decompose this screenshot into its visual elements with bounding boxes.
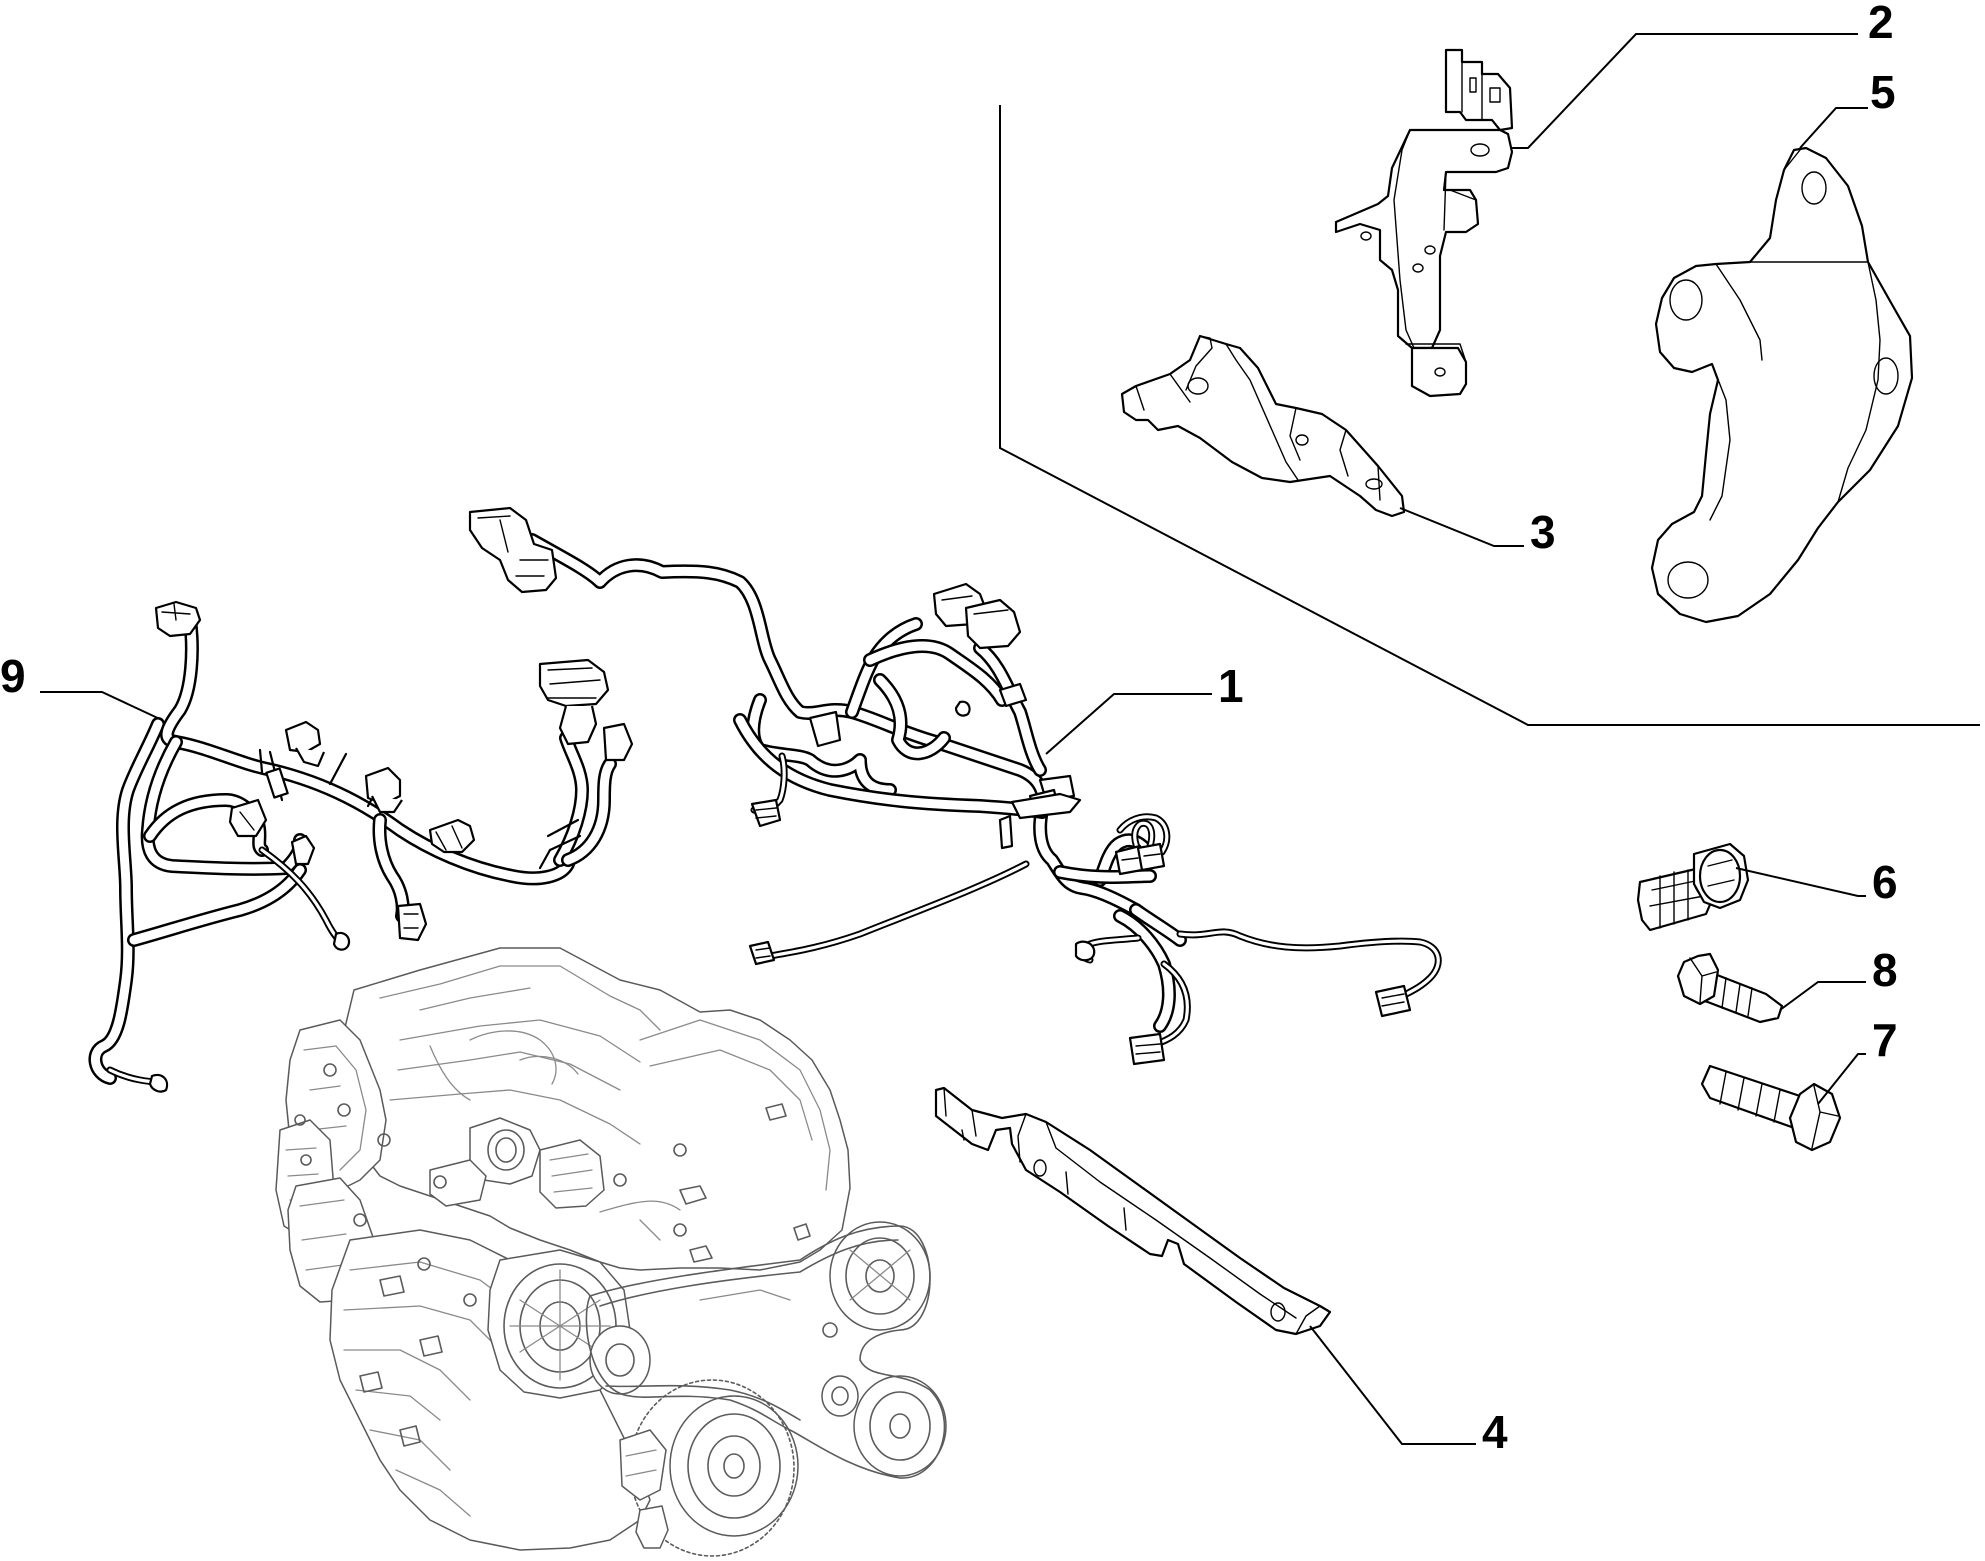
part-9-wiring-harness xyxy=(88,600,634,1093)
callout-8: 8 xyxy=(1872,944,1898,996)
leader-1 xyxy=(1045,693,1212,755)
leader-7 xyxy=(1817,1053,1866,1105)
callout-9: 9 xyxy=(0,650,26,702)
callout-6: 6 xyxy=(1872,856,1898,908)
leader-9 xyxy=(40,691,163,721)
callout-1: 1 xyxy=(1218,660,1244,712)
part-2-mounting-bracket xyxy=(1334,48,1514,398)
part-1-main-wiring-harness xyxy=(468,506,1442,1066)
callout-7: 7 xyxy=(1872,1014,1898,1066)
leader-3 xyxy=(1399,507,1524,547)
leader-4 xyxy=(1309,1325,1476,1445)
callout-labels: 1 2 3 4 5 6 7 8 9 xyxy=(0,0,1898,1458)
callout-5: 5 xyxy=(1870,66,1896,118)
part-3-support-bracket xyxy=(1120,334,1406,518)
leader-6 xyxy=(1735,867,1866,897)
bracket-group-boundary xyxy=(999,105,1980,726)
leader-lines xyxy=(40,33,1868,1445)
callout-2: 2 xyxy=(1868,0,1894,48)
leader-5 xyxy=(1799,107,1868,149)
callout-3: 3 xyxy=(1530,506,1556,558)
part-6-flange-bolt xyxy=(1636,842,1750,932)
leader-8 xyxy=(1779,981,1866,1011)
callout-4: 4 xyxy=(1482,1406,1508,1458)
part-5-plate-bracket xyxy=(1650,146,1914,624)
leader-2 xyxy=(1512,33,1858,149)
part-4-heat-shield xyxy=(934,1086,1332,1336)
engine-assembly-illustration xyxy=(275,947,947,1557)
part-8-hex-bolt xyxy=(1676,952,1784,1024)
part-7-hex-bolt xyxy=(1700,1064,1842,1152)
